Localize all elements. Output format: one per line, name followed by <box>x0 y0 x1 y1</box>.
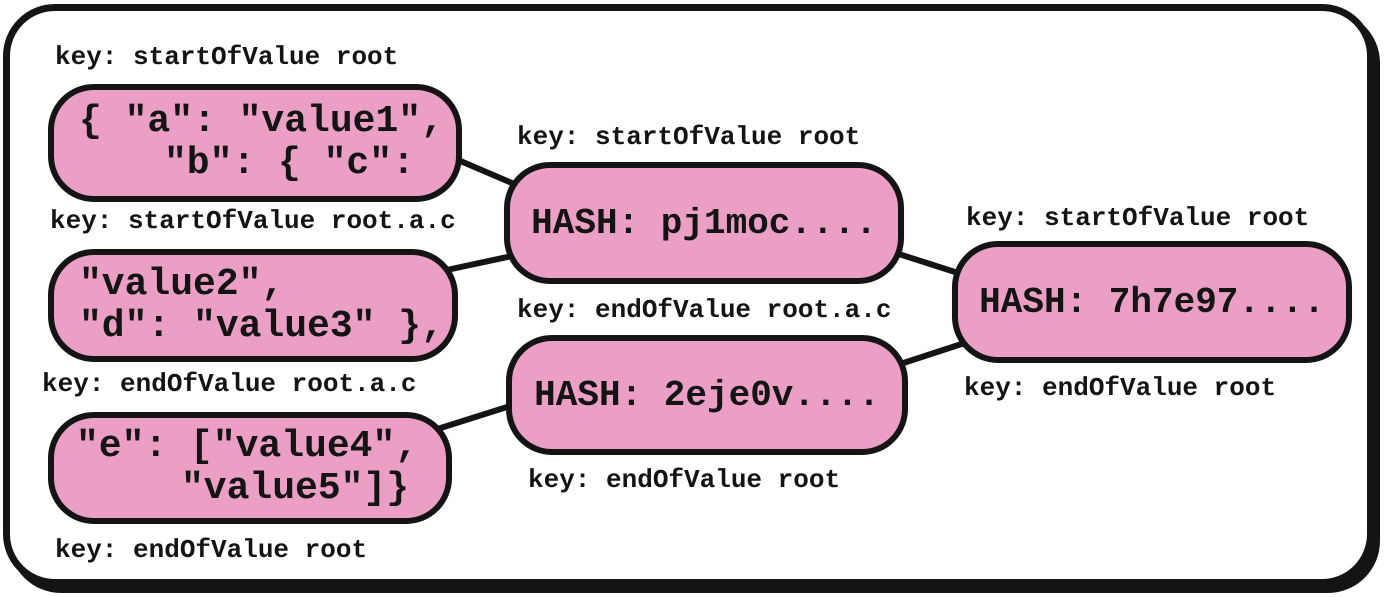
chunk-node-1: { "a": "value1", "b": { "c": <box>48 84 462 202</box>
key-label-chunk1-above: key: startOfValue root <box>55 42 399 72</box>
hash-node-1: HASH: pj1moc.... <box>504 162 904 284</box>
key-label-chunk2-above: key: startOfValue root.a.c <box>50 206 456 236</box>
key-label-hash3-above: key: startOfValue root <box>966 203 1310 233</box>
hash2-text: HASH: 2eje0v.... <box>534 374 880 416</box>
key-label-hash2-below: key: endOfValue root <box>528 465 841 495</box>
chunk2-line1: "value2", <box>79 262 285 306</box>
hash-node-3: HASH: 7h7e97.... <box>952 241 1352 363</box>
key-label-chunk3-above: key: endOfValue root.a.c <box>42 369 417 399</box>
key-label-hash1-above: key: startOfValue root <box>517 122 861 152</box>
chunk2-line2: "d": "value3" }, <box>79 304 444 348</box>
hash3-text: HASH: 7h7e97.... <box>979 281 1325 323</box>
key-label-chunk3-below: key: endOfValue root <box>55 535 368 565</box>
chunk3-line2: "value5"]} <box>181 467 410 510</box>
key-label-hash3-below: key: endOfValue root <box>964 373 1277 403</box>
chunk-node-3: "e": ["value4", "value5"]} <box>48 412 452 524</box>
chunk1-line2: "b": { "c": <box>164 142 415 185</box>
chunk-node-2: "value2", "d": "value3" }, <box>48 249 458 362</box>
hash1-text: HASH: pj1moc.... <box>531 202 877 244</box>
key-label-hash1-below: key: endOfValue root.a.c <box>517 295 892 325</box>
chunk3-line1: "e": ["value4", <box>76 425 419 468</box>
chunk1-line1: { "a": "value1", <box>79 100 444 143</box>
hash-node-2: HASH: 2eje0v.... <box>506 335 908 455</box>
